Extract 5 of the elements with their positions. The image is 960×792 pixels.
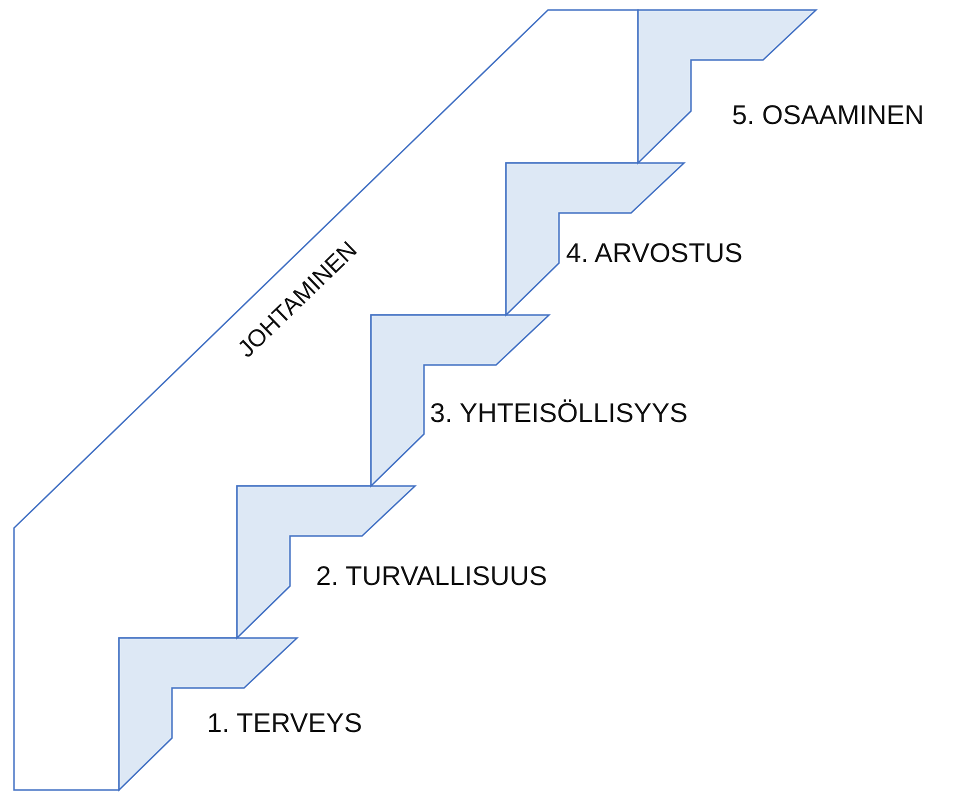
step-label: 4. ARVOSTUS [566, 238, 743, 269]
step-label: 2. TURVALLISUUS [316, 561, 548, 592]
step-label: 5. OSAAMINEN [732, 100, 924, 131]
step-label: 1. TERVEYS [207, 708, 362, 739]
step-label: 3. YHTEISÖLLISYYS [430, 398, 688, 429]
